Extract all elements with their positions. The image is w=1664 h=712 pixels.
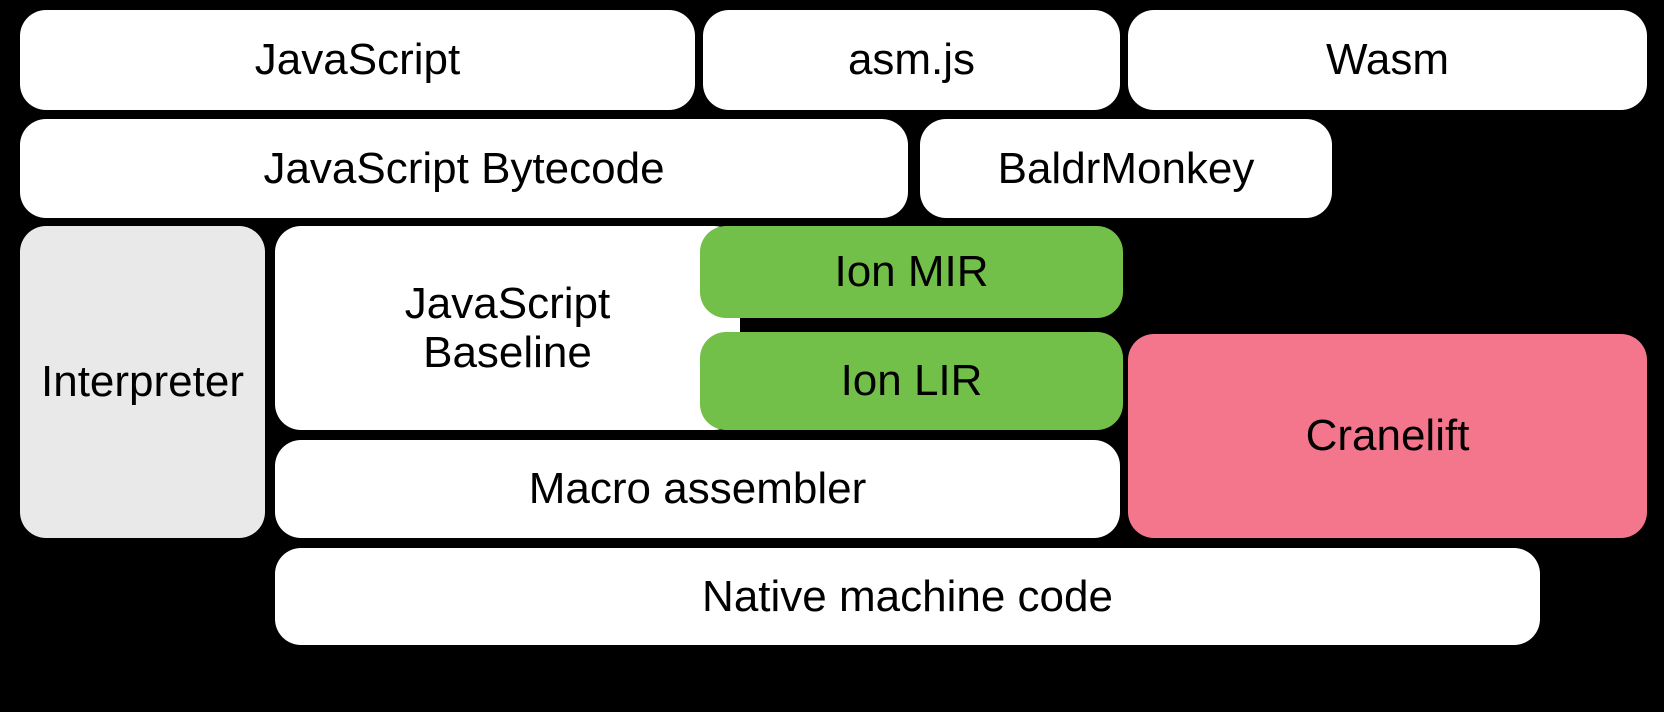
node-ion-mir[interactable]: Ion MIR (700, 226, 1123, 318)
node-wasm[interactable]: Wasm (1128, 10, 1647, 110)
node-cranelift[interactable]: Cranelift (1128, 334, 1647, 538)
node-javascript-baseline[interactable]: JavaScript Baseline (275, 226, 740, 430)
node-baldrmonkey[interactable]: BaldrMonkey (920, 119, 1332, 218)
node-interpreter[interactable]: Interpreter (20, 226, 265, 538)
node-macro-assembler[interactable]: Macro assembler (275, 440, 1120, 538)
node-native-machine-code[interactable]: Native machine code (275, 548, 1540, 645)
node-asmjs[interactable]: asm.js (703, 10, 1120, 110)
node-javascript-bytecode[interactable]: JavaScript Bytecode (20, 119, 908, 218)
node-javascript[interactable]: JavaScript (20, 10, 695, 110)
node-ion-lir[interactable]: Ion LIR (700, 332, 1123, 430)
